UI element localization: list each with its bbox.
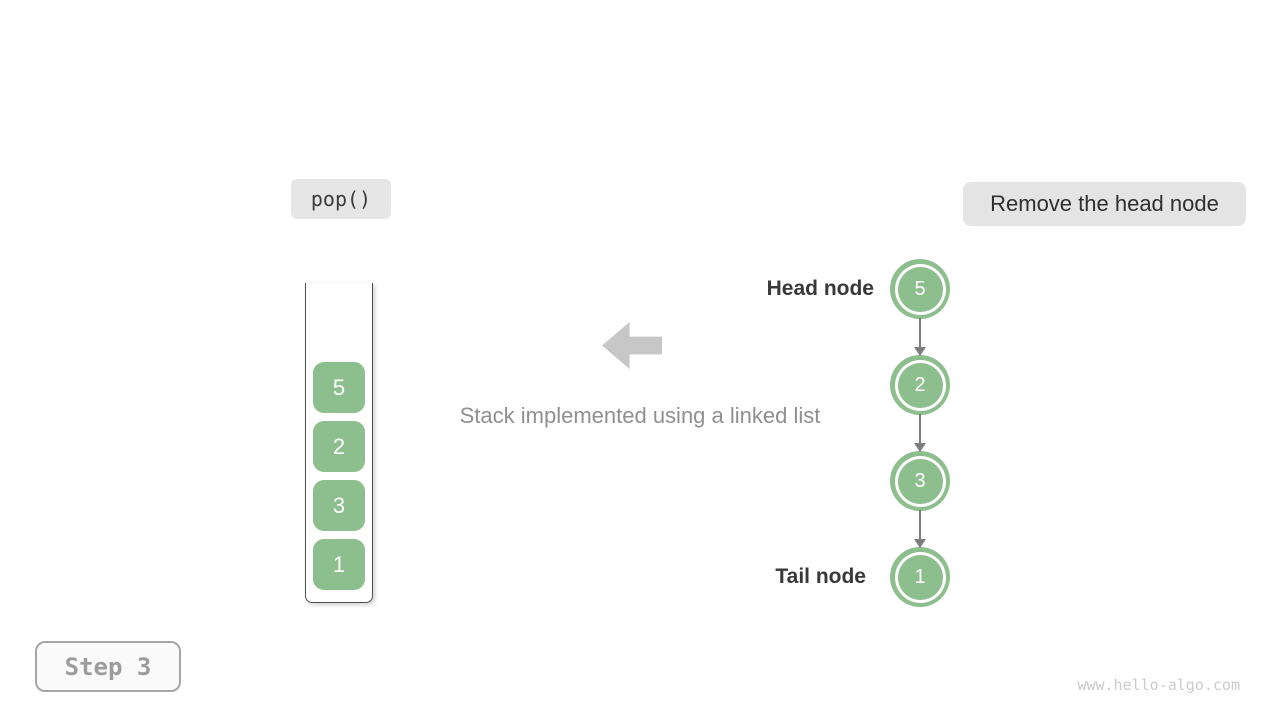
arrow-shaft — [919, 318, 921, 348]
tail-node-label: Tail node — [775, 565, 866, 588]
down-arrow-icon — [914, 510, 926, 548]
node-ring: 3 — [894, 455, 946, 507]
linked-list-node: 3 — [890, 451, 950, 511]
node-ring: 1 — [894, 551, 946, 603]
down-arrow-icon — [914, 318, 926, 356]
stack-container: 5 2 3 1 — [305, 283, 373, 603]
arrow-shaft — [919, 414, 921, 444]
node-value: 3 — [897, 458, 943, 504]
stack-item: 1 — [313, 539, 365, 590]
remove-head-description-badge: Remove the head node — [963, 182, 1246, 226]
stack-item: 2 — [313, 421, 365, 472]
arrow-head — [914, 347, 926, 356]
watermark-url: www.hello-algo.com — [1077, 676, 1240, 694]
linked-list-node: 5 — [890, 259, 950, 319]
node-value: 5 — [897, 266, 943, 312]
node-ring: 2 — [894, 359, 946, 411]
left-block-arrow-icon — [602, 322, 662, 369]
linked-list-node: 2 — [890, 355, 950, 415]
arrow-head — [914, 443, 926, 452]
arrow-head — [914, 539, 926, 548]
stack-item: 5 — [313, 362, 365, 413]
node-ring: 5 — [894, 263, 946, 315]
node-value: 2 — [897, 362, 943, 408]
diagram-caption: Stack implemented using a linked list — [459, 403, 821, 428]
linked-list-node: 1 — [890, 547, 950, 607]
down-arrow-icon — [914, 414, 926, 452]
arrow-shaft — [919, 510, 921, 540]
head-node-label: Head node — [766, 277, 874, 300]
node-value: 1 — [897, 554, 943, 600]
step-badge: Step 3 — [35, 641, 181, 692]
pop-operation-badge: pop() — [291, 179, 391, 219]
stack-item: 3 — [313, 480, 365, 531]
